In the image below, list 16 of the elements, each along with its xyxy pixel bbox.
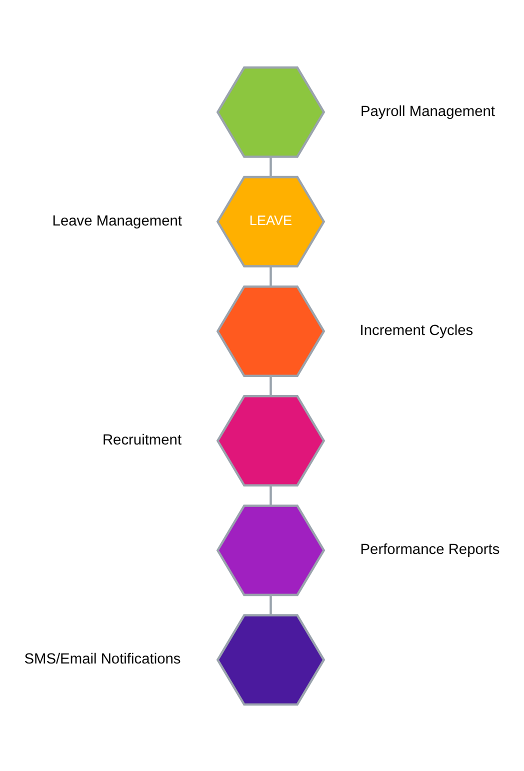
node-label: Leave Management — [52, 213, 182, 230]
node-label: SMS/Email Notifications — [24, 651, 181, 668]
node-label: Increment Cycles — [360, 322, 474, 339]
node-hexagon — [216, 504, 326, 596]
node-label: Payroll Management — [360, 103, 496, 120]
connector — [270, 376, 272, 396]
node-hexagon — [216, 66, 326, 158]
node-hexagon — [216, 614, 326, 706]
node-label: Performance Reports — [360, 542, 500, 558]
connector — [270, 594, 272, 615]
connector — [270, 485, 272, 506]
node-label: Recruitment — [102, 432, 182, 448]
connector — [270, 156, 272, 176]
connector — [270, 266, 272, 286]
node-hexagon — [216, 394, 326, 486]
node-hexagon — [216, 284, 326, 376]
